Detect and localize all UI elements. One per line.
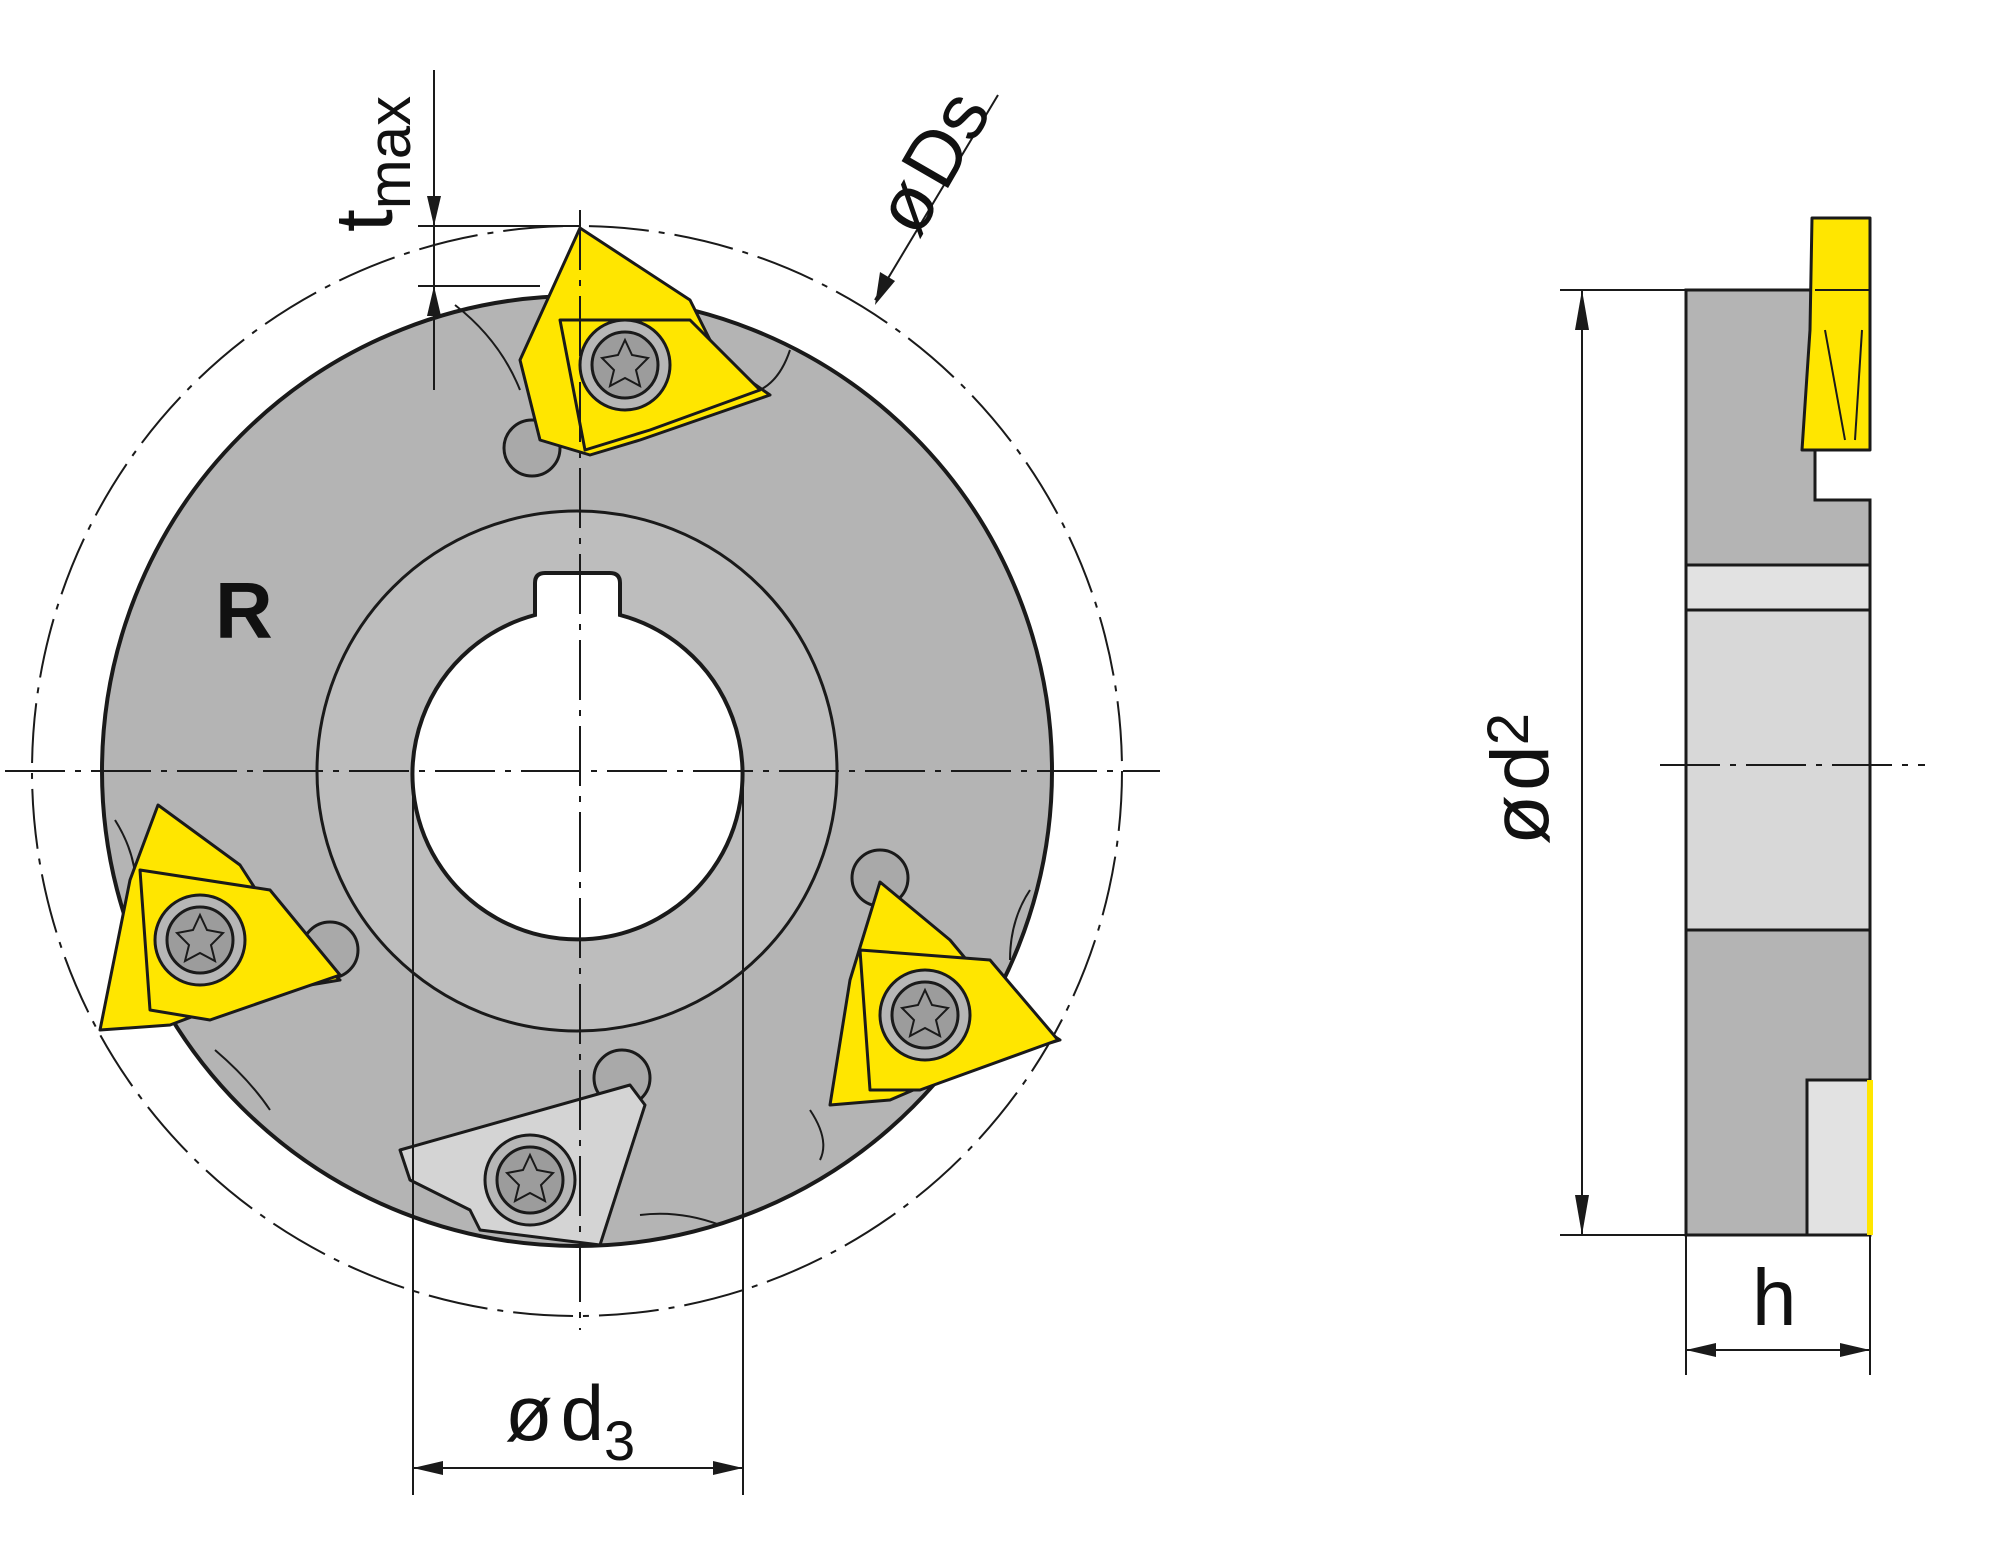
- tmax-dimension: tmax: [319, 70, 580, 390]
- flute-curve-1: [454, 304, 521, 391]
- insert-right: [828, 880, 1062, 1107]
- rotation-label: R: [215, 566, 273, 655]
- side-insert-seat-bottom: [1805, 1078, 1872, 1237]
- ds-label: øDs: [857, 75, 1008, 248]
- ds-dimension: øDs: [857, 75, 1008, 305]
- flute-curve-6: [809, 1109, 825, 1161]
- d2-dimension: ød2: [1475, 289, 1686, 1236]
- insert-bottom: [398, 1083, 647, 1247]
- d2-label: ød2: [1475, 713, 1566, 845]
- h-label: h: [1752, 1253, 1797, 1342]
- insert-left: [98, 803, 342, 1032]
- flute-curve-7: [639, 1212, 721, 1226]
- h-dimension: h: [1685, 1235, 1871, 1375]
- bore-hole: [410, 571, 745, 942]
- side-insert-top: [1800, 216, 1872, 452]
- side-view: ød2 h: [1475, 216, 1925, 1375]
- flute-curve-5: [1009, 889, 1031, 961]
- flute-curve-4: [214, 1049, 271, 1111]
- tmax-label: tmax: [319, 96, 423, 232]
- side-hub: [1684, 608, 1872, 932]
- flute-curve-2: [759, 349, 791, 391]
- insert-top: [518, 226, 772, 457]
- side-hub-top-band: [1684, 563, 1872, 612]
